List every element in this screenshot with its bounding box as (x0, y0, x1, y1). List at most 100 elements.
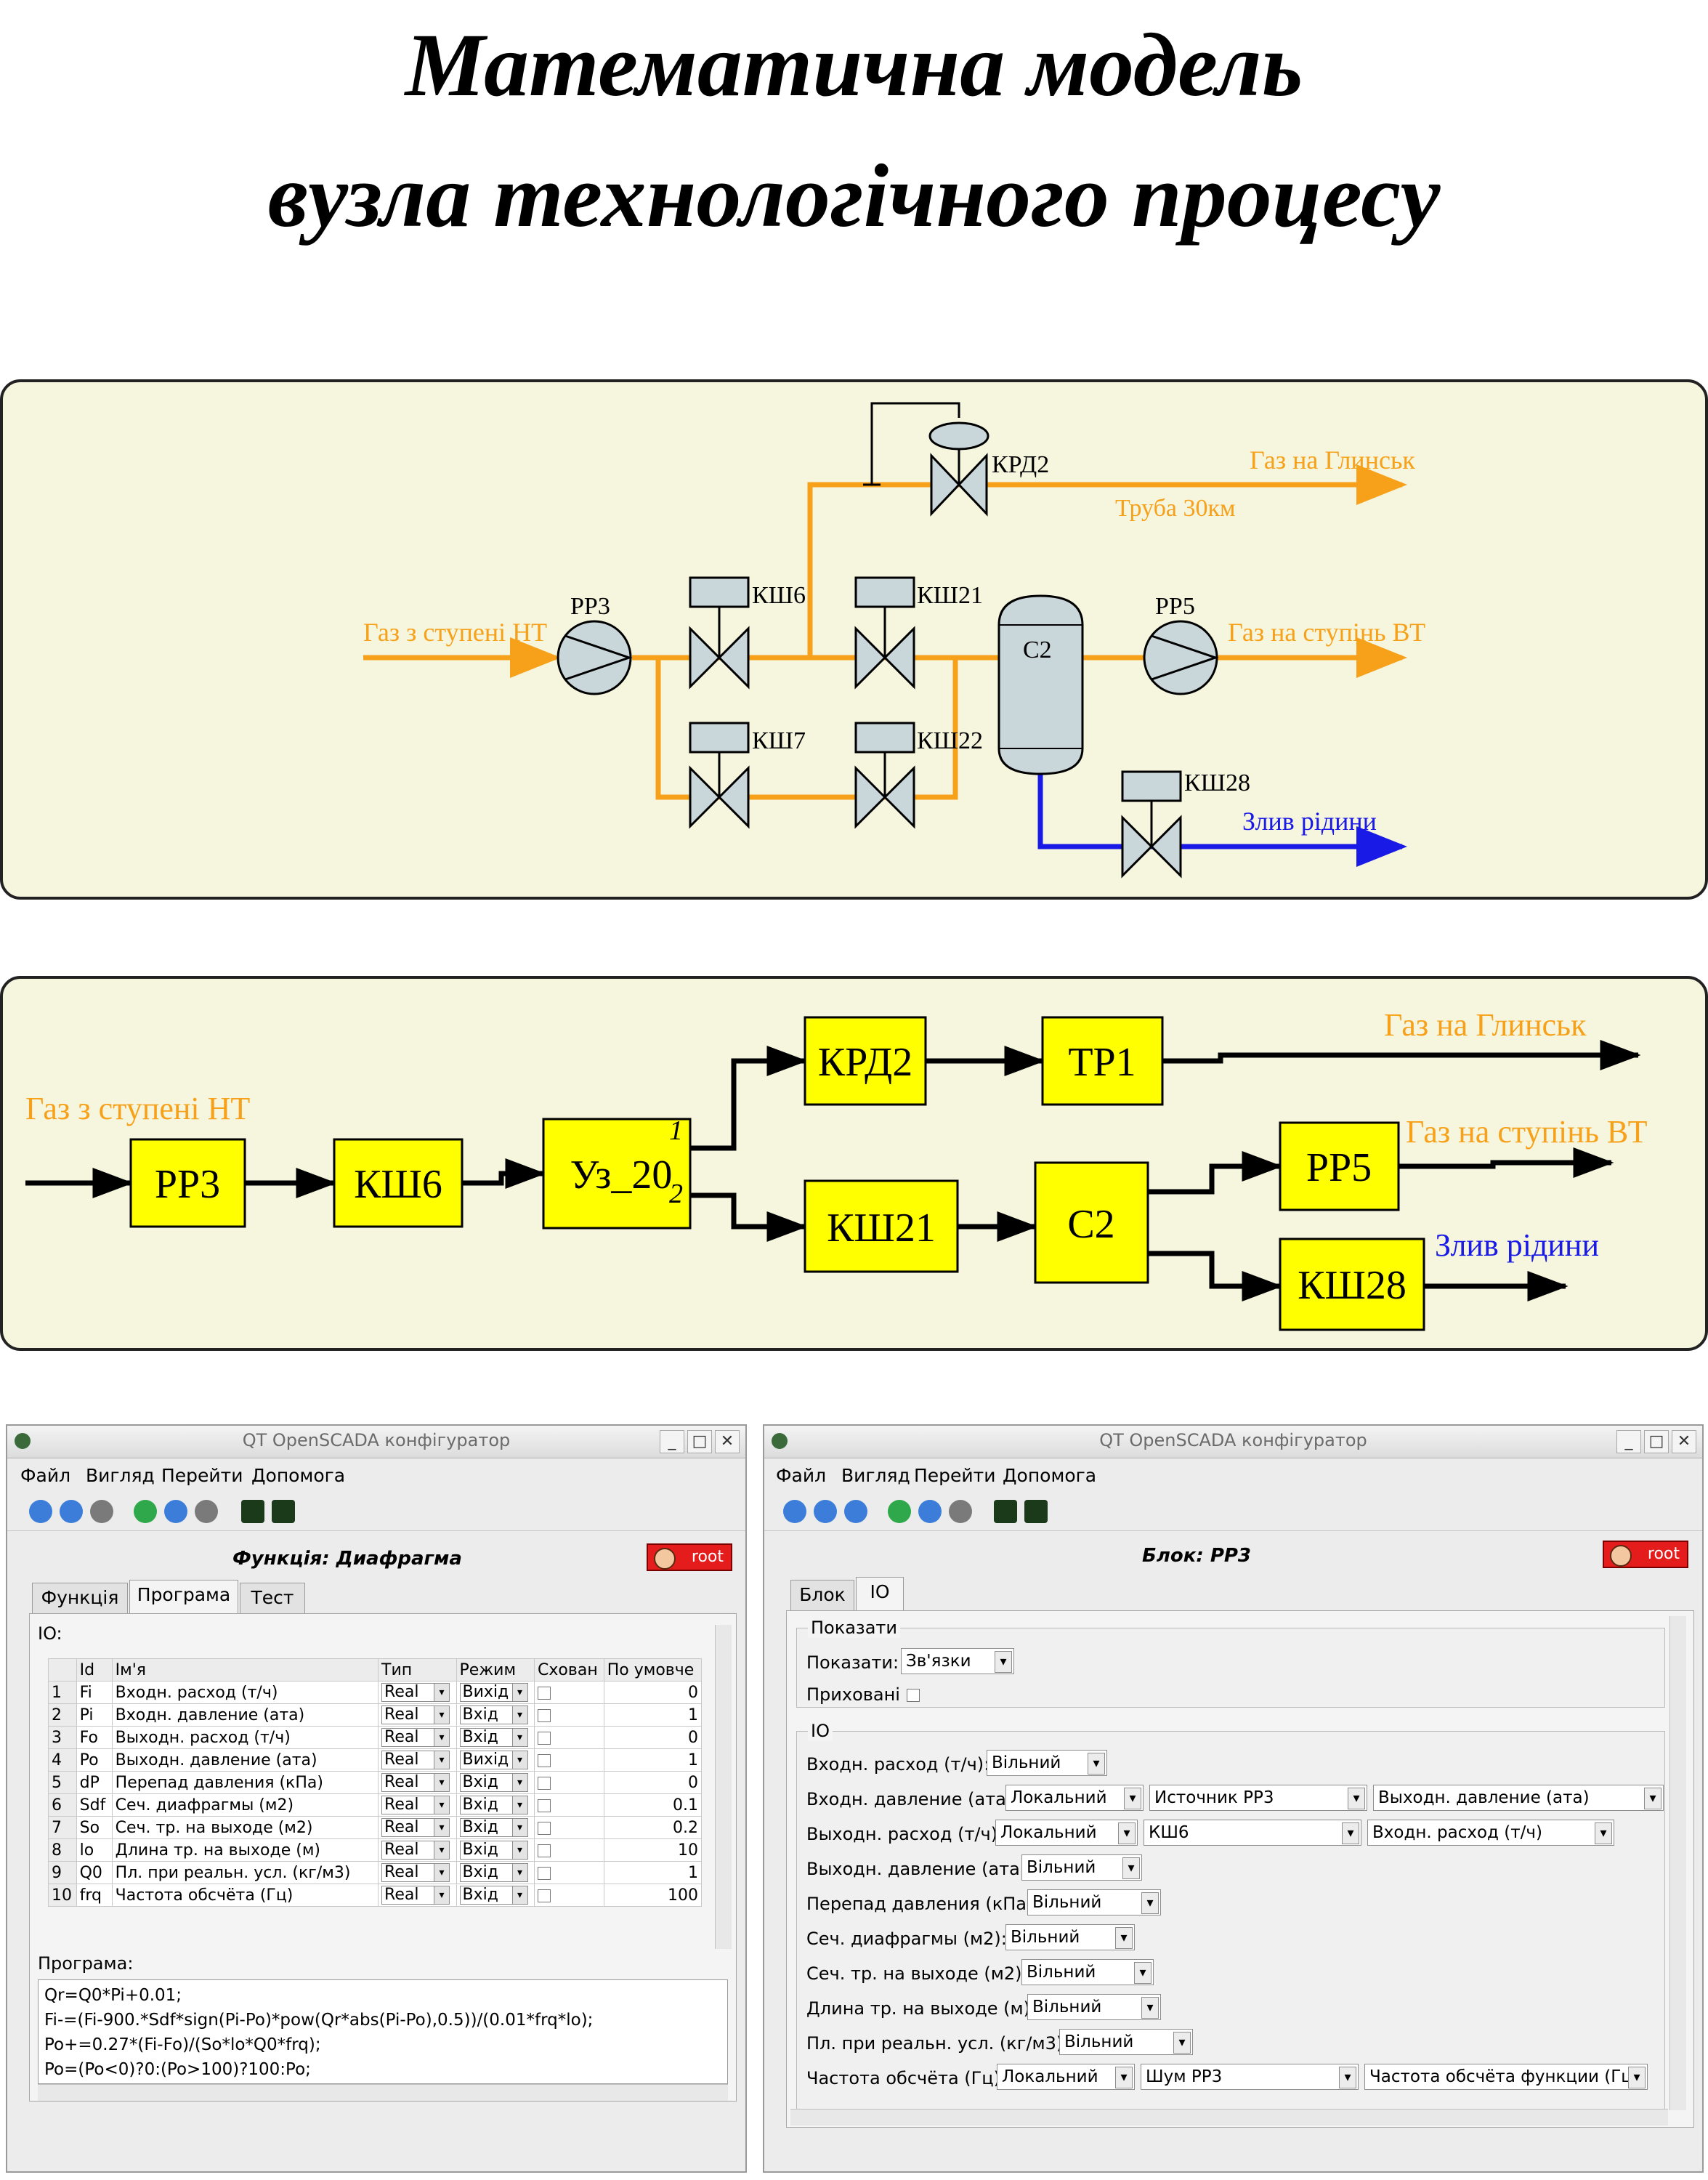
menu-go[interactable]: Перейти (161, 1465, 243, 1486)
back-icon[interactable] (814, 1500, 837, 1523)
type-select[interactable]: Real (381, 1841, 450, 1860)
io-scrollbar[interactable] (715, 1625, 732, 1949)
up-icon[interactable] (783, 1500, 806, 1523)
io-mode-select[interactable]: Вільний (1027, 1994, 1161, 2020)
menu-file[interactable]: Файл (776, 1465, 827, 1486)
io-mode-select[interactable]: Вільний (1027, 1889, 1161, 1915)
io-source-select[interactable]: КШ6 (1144, 1820, 1361, 1846)
io-mode-select[interactable]: Вільний (1059, 2029, 1193, 2055)
io-page-scrollbar[interactable] (1669, 1616, 1686, 2110)
forward-icon[interactable] (844, 1500, 867, 1523)
type-select[interactable]: Real (381, 1863, 450, 1882)
titlebar[interactable]: QT OpenSCADA конфігуратор _ □ ✕ (7, 1426, 745, 1458)
mode-select[interactable]: Вхід (459, 1886, 528, 1905)
menu-help[interactable]: Допомога (1003, 1465, 1097, 1486)
close-icon[interactable]: ✕ (1672, 1430, 1696, 1453)
type-select[interactable]: Real (381, 1773, 450, 1792)
type-select[interactable]: Real (381, 1683, 450, 1702)
minimize-icon[interactable]: _ (1616, 1430, 1641, 1453)
menu-go[interactable]: Перейти (914, 1465, 996, 1486)
row-default[interactable]: 100 (603, 1884, 703, 1907)
sync-icon[interactable] (241, 1500, 264, 1523)
io-param-select[interactable]: Частота обсчёта функции (Гц) (1364, 2064, 1648, 2090)
row-default[interactable]: 0.2 (603, 1816, 703, 1839)
io-mode-select[interactable]: Локальний (997, 2064, 1135, 2090)
row-default[interactable]: 0.1 (603, 1793, 703, 1817)
program-editor[interactable]: Qr=Q0*Pi+0.01; Fi-=(Fi-900.*Sdf*sign(Pi-… (38, 1979, 728, 2084)
io-mode-select[interactable]: Вільний (1021, 1959, 1154, 1985)
refresh-icon[interactable] (134, 1500, 157, 1523)
menu-file[interactable]: Файл (20, 1465, 71, 1486)
mode-select[interactable]: Вихід (459, 1683, 528, 1702)
start-icon[interactable] (164, 1500, 187, 1523)
row-default[interactable]: 1 (603, 1861, 703, 1884)
start-icon[interactable] (918, 1500, 942, 1523)
mode-select[interactable]: Вхід (459, 1773, 528, 1792)
maximize-icon[interactable]: □ (1644, 1430, 1669, 1453)
mode-select[interactable]: Вхід (459, 1728, 528, 1747)
io-mode-select[interactable]: Вільний (1021, 1854, 1142, 1881)
hidden-checkbox[interactable] (538, 1776, 551, 1790)
type-select[interactable]: Real (381, 1705, 450, 1724)
monitor-icon[interactable] (272, 1500, 295, 1523)
up-icon[interactable] (29, 1500, 52, 1523)
io-page-hscrollbar[interactable] (790, 2109, 1668, 2126)
hidden-checkbox[interactable] (538, 1731, 551, 1745)
hidden-checkbox[interactable] (538, 1686, 551, 1700)
hidden-checkbox[interactable] (538, 1866, 551, 1880)
stop-icon[interactable] (195, 1500, 218, 1523)
refresh-icon[interactable] (888, 1500, 911, 1523)
io-mode-select[interactable]: Локальний (1005, 1785, 1144, 1811)
row-default[interactable]: 10 (603, 1838, 703, 1862)
hidden-checkbox[interactable] (538, 1753, 551, 1767)
type-select[interactable]: Real (381, 1886, 450, 1905)
mode-select[interactable]: Вхід (459, 1818, 528, 1837)
mode-select[interactable]: Вхід (459, 1841, 528, 1860)
tab-test[interactable]: Тест (240, 1583, 305, 1613)
forward-icon[interactable] (90, 1500, 113, 1523)
tab-io[interactable]: IO (856, 1577, 904, 1610)
io-source-select[interactable]: Источник РР3 (1149, 1785, 1367, 1811)
back-icon[interactable] (60, 1500, 83, 1523)
io-mode-select[interactable]: Локальний (995, 1820, 1138, 1846)
hidden-checkbox[interactable] (538, 1889, 551, 1902)
mode-select[interactable]: Вхід (459, 1796, 528, 1814)
tab-program[interactable]: Програма (129, 1580, 238, 1613)
type-select[interactable]: Real (381, 1728, 450, 1747)
type-select[interactable]: Real (381, 1818, 450, 1837)
hidden-checkbox[interactable] (538, 1844, 551, 1857)
mode-select[interactable]: Вхід (459, 1863, 528, 1882)
io-mode-select[interactable]: Вільний (1005, 1924, 1135, 1950)
mode-select[interactable]: Вхід (459, 1705, 528, 1724)
menu-view[interactable]: Вигляд (841, 1465, 910, 1486)
program-hscrollbar[interactable] (38, 2084, 728, 2101)
show-select[interactable]: Зв'язки (901, 1648, 1014, 1674)
tab-block[interactable]: Блок (790, 1580, 854, 1610)
io-param-select[interactable]: Входн. расход (т/ч) (1367, 1820, 1614, 1846)
tab-function[interactable]: Функція (32, 1583, 128, 1613)
hidden-checkbox[interactable] (907, 1689, 920, 1702)
monitor-icon[interactable] (1024, 1500, 1048, 1523)
row-default[interactable]: 1 (603, 1748, 703, 1772)
menu-help[interactable]: Допомога (251, 1465, 346, 1486)
io-mode-select[interactable]: Вільний (987, 1750, 1107, 1776)
hidden-checkbox[interactable] (538, 1708, 551, 1722)
maximize-icon[interactable]: □ (687, 1430, 712, 1453)
close-icon[interactable]: ✕ (715, 1430, 740, 1453)
minimize-icon[interactable]: _ (660, 1430, 684, 1453)
hidden-checkbox[interactable] (538, 1821, 551, 1835)
mode-select[interactable]: Вихід (459, 1751, 528, 1769)
row-default[interactable]: 0 (603, 1681, 703, 1704)
row-default[interactable]: 1 (603, 1703, 703, 1727)
type-select[interactable]: Real (381, 1751, 450, 1769)
type-select[interactable]: Real (381, 1796, 450, 1814)
